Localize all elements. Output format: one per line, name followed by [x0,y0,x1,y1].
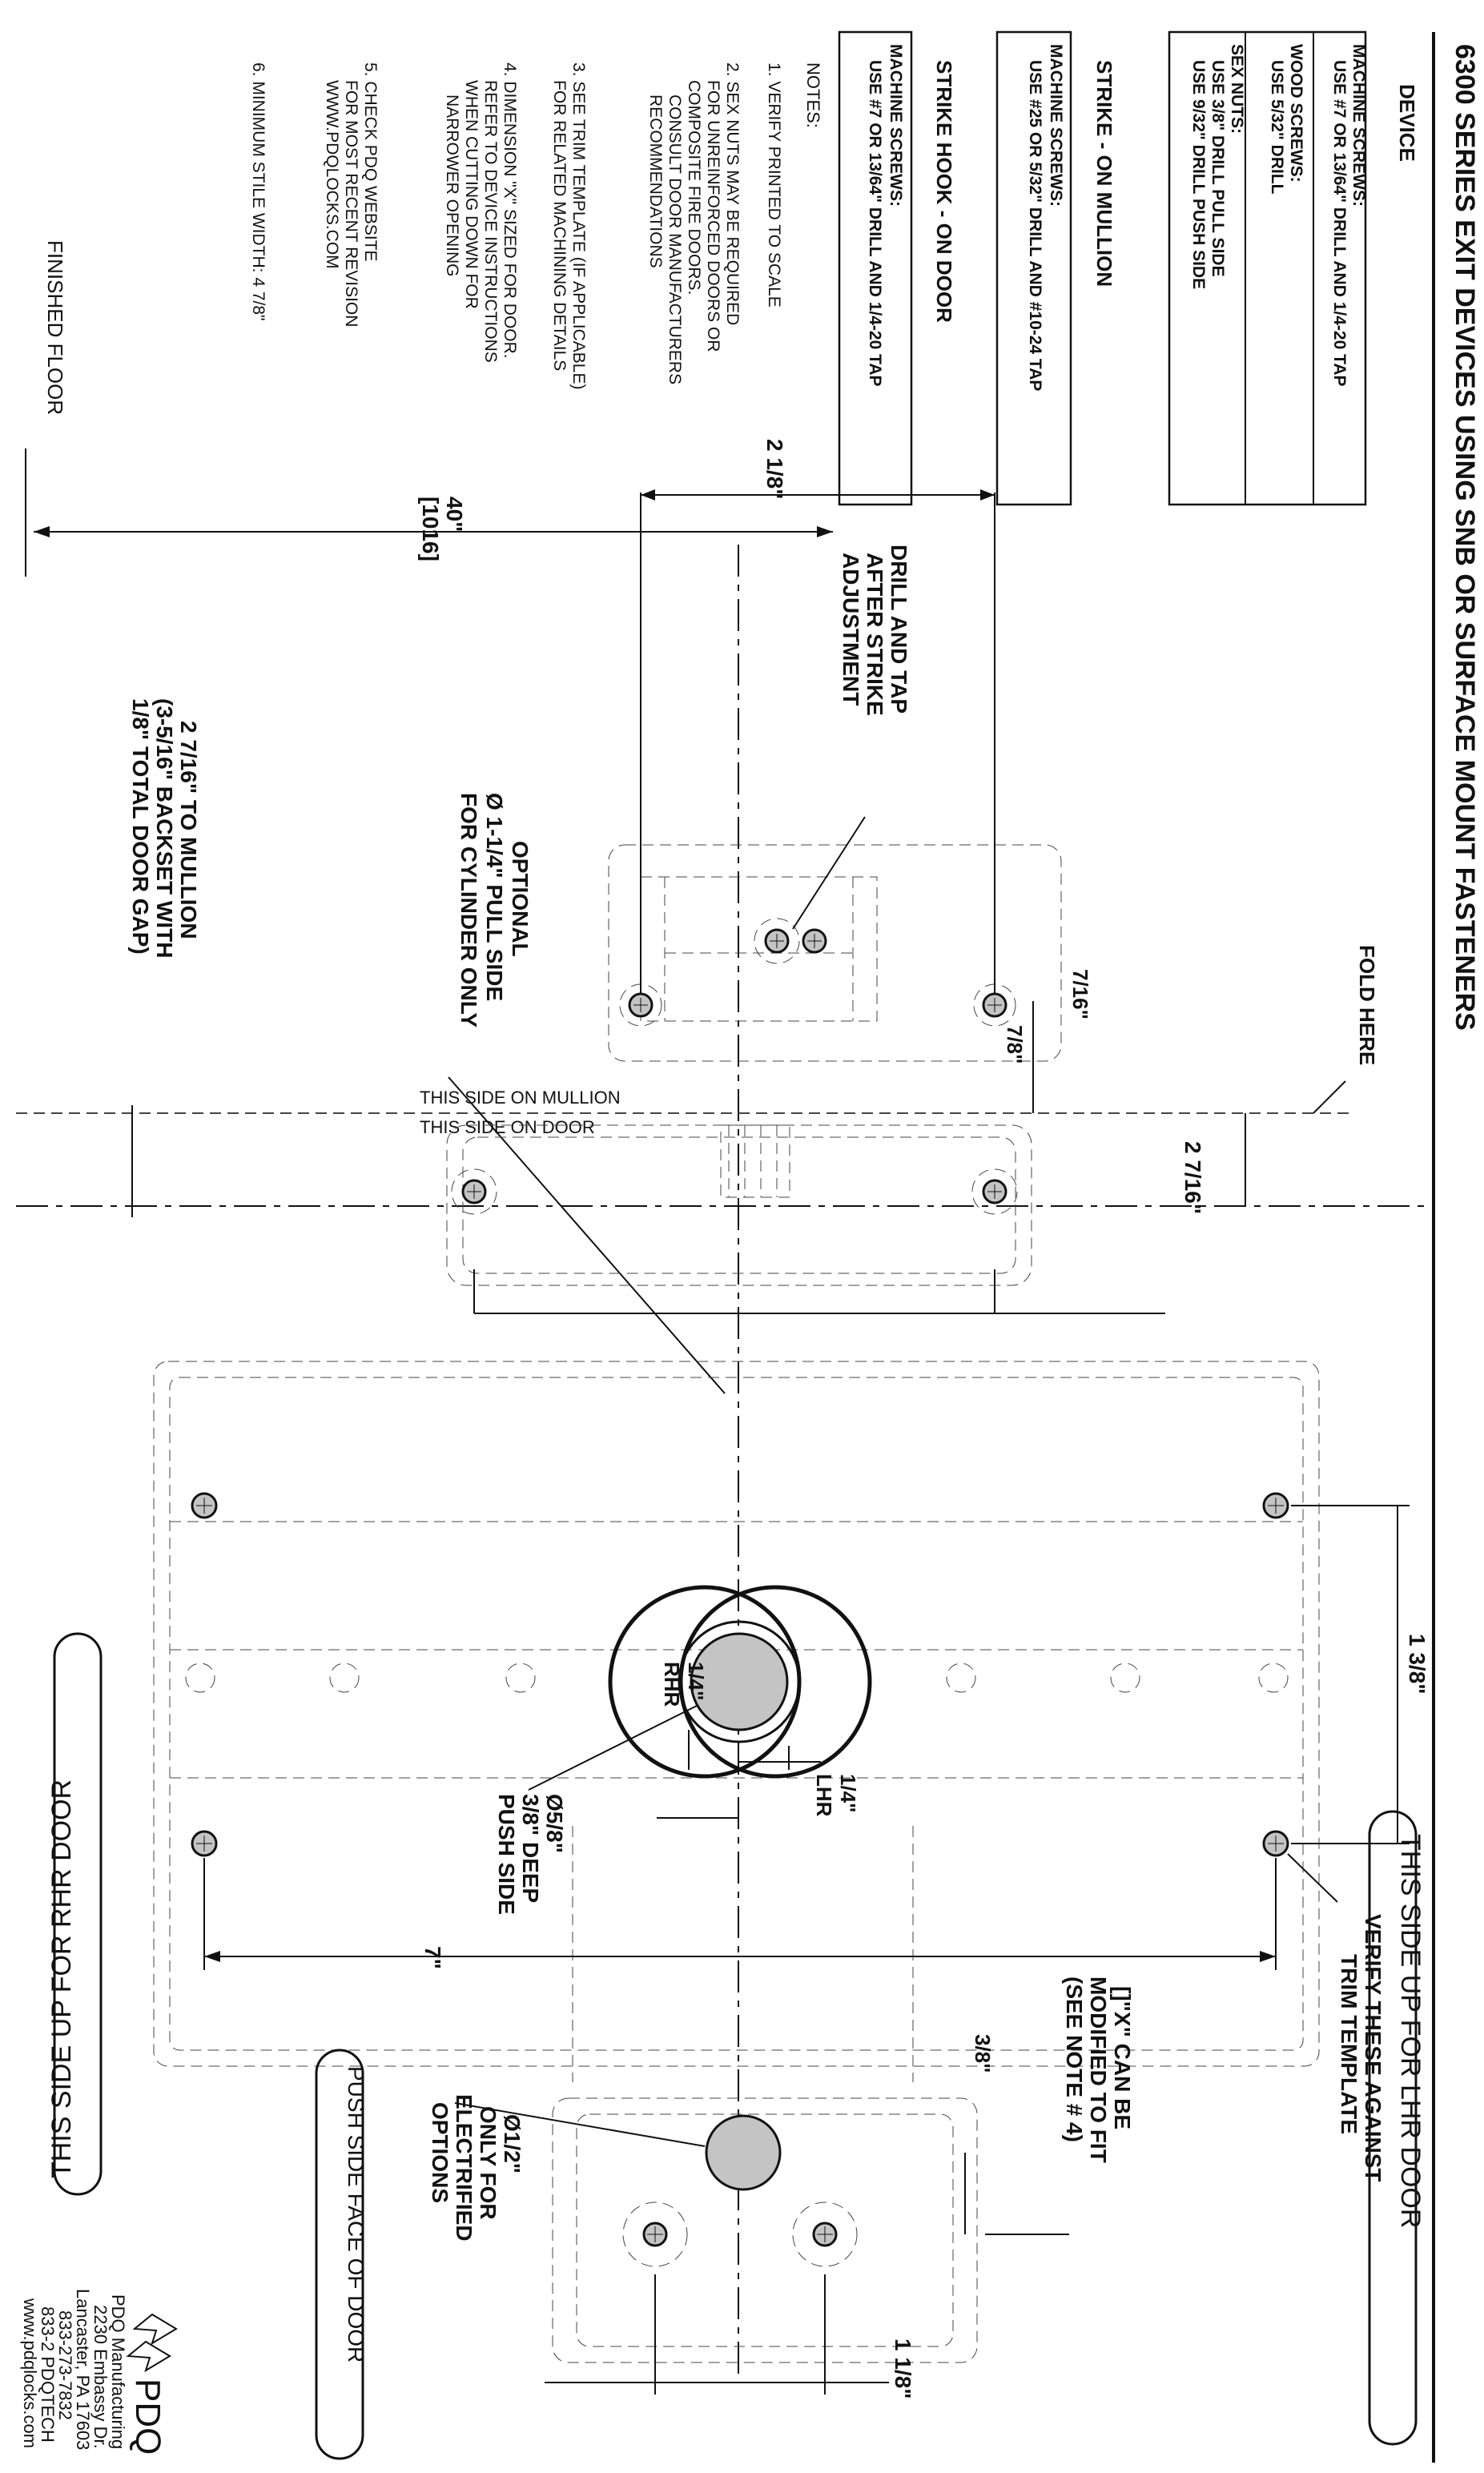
rhr-door-label: THIS SIDE UP FOR RHR DOOR [46,1779,77,2178]
device-mount-holes [191,1492,1289,1857]
dim-2-1-8: 2 1/8" [762,439,787,500]
height-dim-in: 40" [442,497,467,532]
elec-note-line2: ONLY FOR [476,2106,501,2220]
company-address1: 2230 Embassy Dr. [90,2305,111,2449]
dim-7: 7" [420,1946,445,1969]
elec-note-line1: Ø1/2" [500,2114,525,2173]
note-4-line1: 4. DIMENSION "X" SIZED FOR DOOR. [501,62,519,359]
note-4-line4: NARROWER OPENING [443,94,461,277]
strike-mullion-drawing [608,844,1062,1062]
lhr-door-label: THIS SIDE UP FOR LHR DOOR [1395,1834,1426,2228]
device-row2-label: WOOD SCREWS: [1287,44,1305,183]
note-5-line2: FOR MOST RECENT REVISION [342,80,360,327]
note-3-line1: 3. SEE TRIM TEMPLATE (IF APPLICABLE) [569,62,588,389]
dim-3-8: 3/8" [971,2034,995,2073]
height-dim-mm: [1016] [418,497,443,561]
device-heading: DEVICE [1395,84,1419,162]
dim-7-16: 7/16" [1068,969,1092,1019]
dim-2-7-16: 2 7/16" [1180,1141,1205,1214]
mullion-note-line2: (3-5/16" BACKSET WITH [152,698,177,958]
note-6: 6. MINIMUM STILE WIDTH: 4 7/8" [249,62,267,321]
x-note-line1: []"X" CAN BE [1110,1986,1135,2129]
elec-note-line4: OPTIONS [428,2102,452,2203]
company-website: www.pdqlocks.com [20,2298,40,2448]
mullion-note-line3: 1/8" TOTAL DOOR GAP) [128,698,153,955]
note-4-line2: REFER TO DEVICE INSTRUCTIONS [481,80,500,363]
strike-door-label: MACHINE SCREWS: [887,44,905,207]
side-mullion-label: THIS SIDE ON MULLION [420,1088,621,1108]
strike-door-value: USE #7 OR 13/64" DRILL AND 1/4-20 TAP [866,60,884,387]
mullion-note-line1: 2 7/16" TO MULLION [176,721,201,939]
company-tech-phone: 833-2 PDQTECH [38,2306,58,2443]
cylinder-holes [608,1585,872,1779]
device-row3-value-a: USE 3/8" DRILL PULL SIDE [1209,60,1227,277]
dim-1-1-8: 1 1/8" [891,2338,915,2399]
strike-mullion-heading: STRIKE - ON MULLION [1092,60,1116,287]
page-title: 6300 SERIES EXIT DEVICES USING SNB OR SU… [1450,44,1480,1031]
optional-cyl-line3: FOR CYLINDER ONLY [456,793,481,1027]
x-note-line2: MODIFIED TO FIT [1086,1976,1111,2163]
strike-door-table: STRIKE HOOK - ON DOOR MACHINE SCREWS: US… [838,30,956,506]
drill-tap-line2: AFTER STRIKE [863,553,887,716]
push-hole-line2: 3/8" DEEP [518,1794,543,1903]
device-row2-value: USE 5/32" DRILL [1268,60,1286,195]
note-2-line1: 2. SEX NUTS MAY BE REQUIRED [723,62,742,325]
note-2-line4: CONSULT DOOR MANUFACTURERS [666,94,684,384]
verify-line1: VERIFY THESE AGAINST [1361,1914,1385,2182]
company-name: PDQ Manufacturing [108,2294,128,2449]
rhr-offset-dim: 1/4" [684,1662,708,1700]
push-face-label: PUSH SIDE FACE OF DOOR [344,2066,368,2362]
strike-mullion-value: USE #25 OR 5/32" DRILL AND #10-24 TAP [1026,60,1044,391]
dim-7-8: 7/8" [1003,1025,1027,1064]
optional-cyl-line2: Ø 1-1/4" PULL SIDE [482,793,507,1001]
device-row3-label: SEX NUTS: [1228,44,1246,134]
note-5-line3: WWW.PDQLOCKS.COM [323,80,341,269]
lhr-door-badge [1368,1810,1418,2446]
lhr-offset-dim: 1/4" [836,1774,860,1812]
note-5-line1: 5. CHECK PDQ WEBSITE [361,62,380,262]
lhr-offset-label: LHR [812,1774,836,1817]
company-address2: Lancaster, PA 17603 [73,2289,93,2450]
notes-block: NOTES: 1. VERIFY PRINTED TO SCALE 2. SEX… [249,62,823,389]
device-row1-value: USE #7 OR 13/64" DRILL AND 1/4-20 TAP [1330,60,1349,387]
dim-1-3-8: 1 3/8" [1405,1634,1430,1695]
notes-heading: NOTES: [803,62,823,128]
note-4-line3: WHEN CUTTING DOWN FOR [462,80,481,309]
device-fastener-table: DEVICE MACHINE SCREWS: USE #7 OR 13/64" … [1168,30,1419,506]
device-row3-value-b: USE 9/32" DRILL PUSH SIDE [1189,60,1208,289]
note-3-line2: FOR RELATED MACHINING DETAILS [550,80,569,371]
finished-floor-label: FINISHED FLOOR [43,240,67,415]
strike-mullion-label: MACHINE SCREWS: [1047,44,1065,207]
company-block: PDQ PDQ Manufacturing 2230 Embassy Dr. L… [20,2289,178,2455]
company-phone: 833-273-7832 [55,2310,75,2420]
note-2-line2: FOR UNREINFORCED DOORS OR [704,80,722,352]
note-2-line5: RECOMMENDATIONS [646,94,665,268]
verify-line2: TRIM TEMPLATE [1337,1954,1361,2134]
note-2-line3: COMPOSITE FIRE DOORS. [685,80,703,295]
push-face-badge [315,2049,364,2460]
x-note-line3: (SEE NOTE # 4) [1062,1976,1087,2142]
note-1: 1. VERIFY PRINTED TO SCALE [765,62,783,308]
strike-mullion-table: STRIKE - ON MULLION MACHINE SCREWS: USE … [995,30,1116,506]
strike-door-heading: STRIKE HOOK - ON DOOR [932,60,956,323]
electrified-option-drawing [552,2097,978,2363]
side-door-label: THIS SIDE ON DOOR [420,1117,595,1137]
push-hole-line1: Ø5/8" [542,1794,567,1853]
pdq-logo: PDQ [126,2313,178,2455]
pdq-logo-text: PDQ [128,2379,167,2455]
drill-tap-line3: ADJUSTMENT [839,553,863,706]
drill-tap-line1: DRILL AND TAP [887,545,911,714]
optional-cyl-line1: OPTIONAL [508,841,533,957]
device-row1-label: MACHINE SCREWS: [1349,44,1368,207]
elec-note-line3: ELECTRIFIED [452,2094,477,2242]
finished-floor-dimension: FINISHED FLOOR 40" [1016] [25,240,833,577]
rhr-door-badge [53,1632,103,2196]
rhr-offset-label: RHR [660,1662,684,1707]
strike-hook-drawing [446,1124,1032,1286]
push-hole-line3: PUSH SIDE [494,1794,519,1915]
fold-here-label: FOLD HERE [1355,945,1379,1065]
